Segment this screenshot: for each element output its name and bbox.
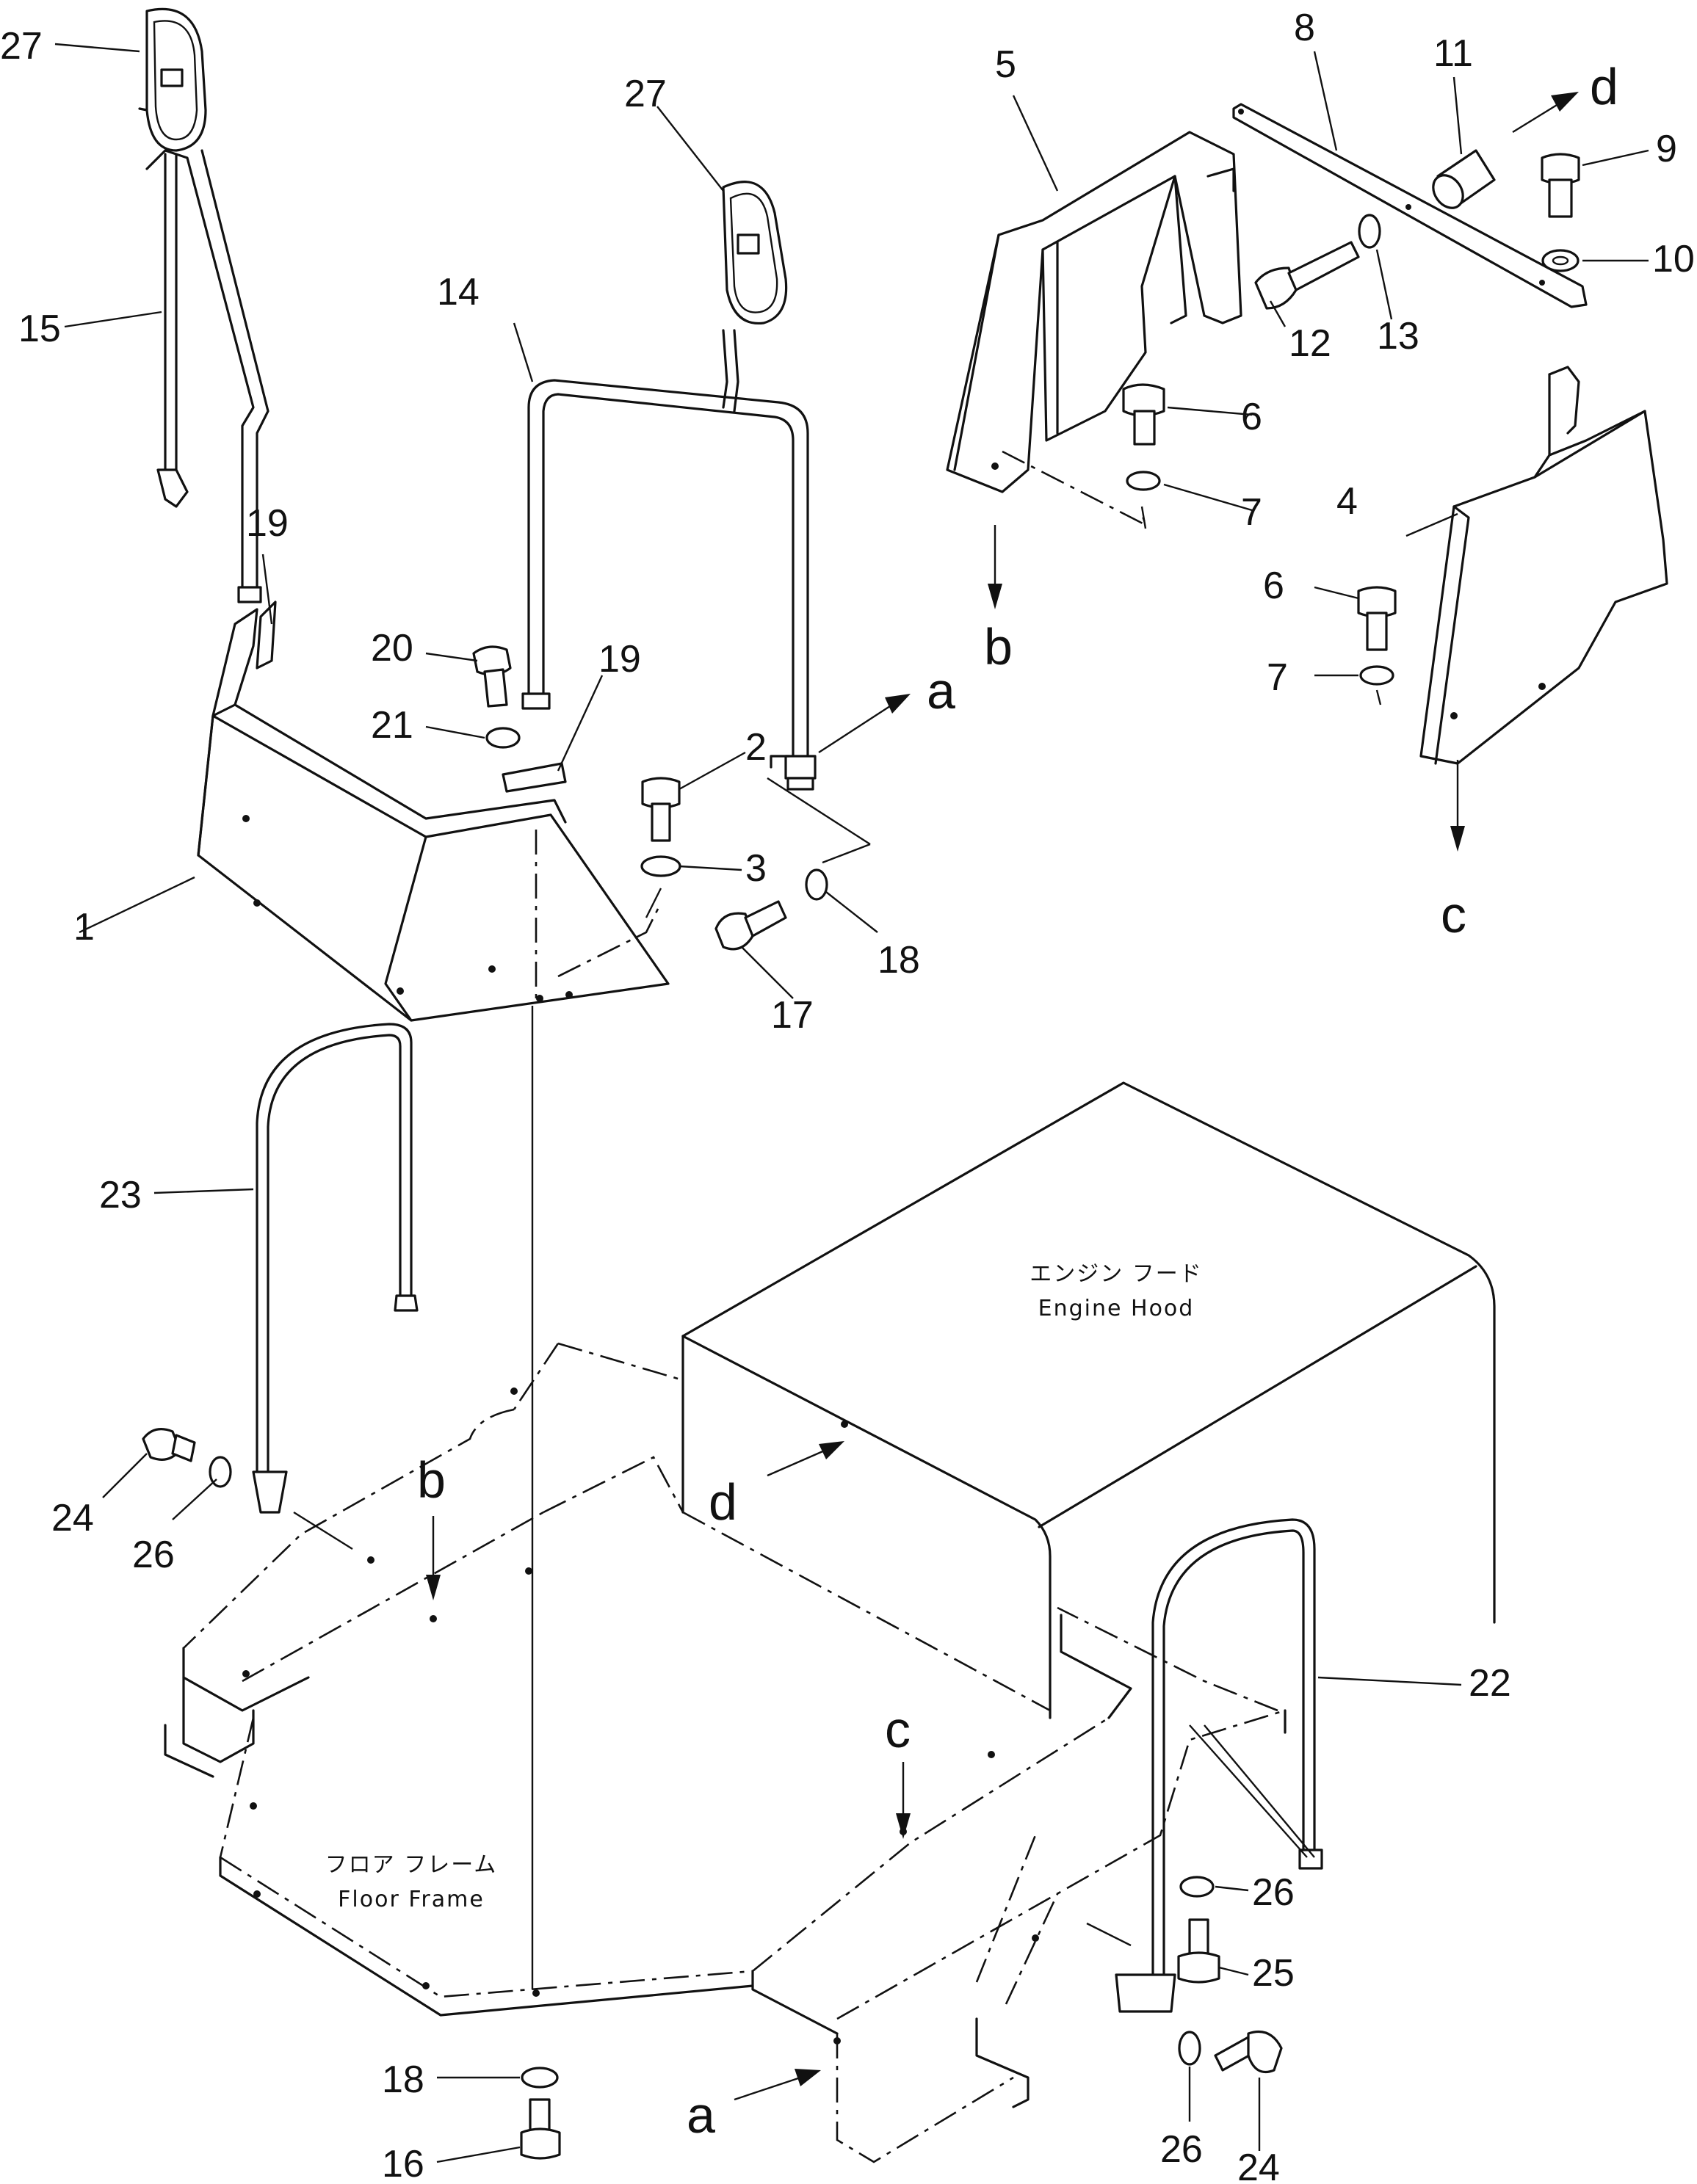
- ref-letter-b-lower: b: [417, 1451, 446, 1509]
- callout-10: 10: [1652, 238, 1695, 280]
- callout-27-right: 27: [624, 73, 667, 115]
- callout-13: 13: [1377, 315, 1419, 358]
- callout-11: 11: [1433, 32, 1473, 75]
- bolt-part-24-right: [1214, 2030, 1283, 2074]
- floor-frame: フロア フレーム Floor Frame: [164, 1342, 1287, 2163]
- front-cover-part-1: [197, 608, 670, 1022]
- callout-21: 21: [371, 704, 413, 747]
- callout-26-right: 26: [1252, 1871, 1295, 1914]
- callout-numbers: 27 27 15 14 5 8 11 9 10 12 13 6 7 4 6 7 …: [0, 7, 1695, 2184]
- bolt-part-6-upper: [1122, 383, 1165, 446]
- floor-frame-label-jp: フロア フレーム: [325, 1852, 498, 1878]
- engine-hood: エンジン フード Engine Hood: [681, 1081, 1496, 1719]
- callout-18-upper: 18: [878, 939, 920, 982]
- washer-part-3: [640, 855, 681, 877]
- callout-9: 9: [1656, 128, 1677, 170]
- callout-12: 12: [1289, 322, 1331, 365]
- washer-part-26-right: [1179, 1876, 1215, 1898]
- bolt-part-9: [1541, 153, 1580, 218]
- mirror-stay-part-15: [145, 149, 269, 603]
- callout-6-lower: 6: [1263, 565, 1284, 607]
- floor-frame-label-en: Floor Frame: [338, 1887, 485, 1912]
- callout-6-upper: 6: [1241, 396, 1262, 438]
- callout-20: 20: [371, 627, 413, 670]
- grab-rail-part-22: [1115, 1518, 1323, 2013]
- bolt-part-17: [714, 900, 787, 951]
- mirror-part-27-left: [138, 7, 207, 152]
- callout-17: 17: [771, 994, 814, 1037]
- callout-8: 8: [1294, 7, 1315, 49]
- bolt-part-25: [1177, 1918, 1220, 1984]
- collar-part-11: [1432, 149, 1496, 209]
- ref-letter-c-lower: c: [885, 1701, 911, 1758]
- callout-3: 3: [745, 847, 767, 890]
- callout-27-left: 27: [0, 25, 43, 68]
- side-cover-part-5: [946, 131, 1242, 527]
- washer-part-26-left: [209, 1456, 232, 1488]
- strap-part-8: [1232, 103, 1588, 308]
- callout-19-left: 19: [246, 502, 289, 545]
- ref-letter-c-upper: c: [1441, 886, 1466, 943]
- mirror-stay-part-14: [521, 379, 817, 791]
- bolt-part-12: [1254, 241, 1360, 310]
- washer-part-18-upper: [805, 868, 828, 901]
- callout-26-lower: 26: [1160, 2128, 1203, 2171]
- ref-letter-a-lower: a: [687, 2086, 715, 2144]
- ref-letter-b-upper: b: [984, 618, 1013, 675]
- washer-part-7-lower: [1359, 665, 1394, 686]
- callout-18-lower: 18: [382, 2058, 424, 2101]
- ref-letter-d-upper: d: [1590, 58, 1618, 115]
- callout-22: 22: [1469, 1662, 1511, 1705]
- mirror-part-27-right: [722, 181, 788, 413]
- leader-lines: [54, 43, 1649, 2163]
- callout-7-upper: 7: [1241, 491, 1262, 534]
- ref-letter-d-lower: d: [709, 1473, 737, 1531]
- callout-24-left: 24: [51, 1497, 94, 1539]
- bolt-part-6-lower: [1357, 586, 1397, 651]
- bolt-part-16: [520, 2098, 561, 2160]
- callout-7-lower: 7: [1267, 656, 1288, 699]
- callout-19-right: 19: [598, 638, 641, 681]
- washer-part-26-lower: [1178, 2031, 1201, 2066]
- bolt-part-24-left: [142, 1428, 196, 1462]
- ref-letter-a-upper: a: [927, 662, 955, 719]
- callout-2: 2: [745, 726, 767, 769]
- washer-part-21: [485, 727, 521, 749]
- callout-1: 1: [73, 906, 95, 948]
- engine-hood-label-en: Engine Hood: [1038, 1296, 1195, 1321]
- washer-part-10: [1541, 249, 1580, 272]
- engine-hood-label-jp: エンジン フード: [1030, 1261, 1203, 1287]
- washer-part-7-upper: [1126, 471, 1161, 491]
- callout-25: 25: [1252, 1952, 1295, 1995]
- washer-part-13: [1358, 214, 1381, 249]
- callout-16: 16: [382, 2143, 424, 2184]
- callout-5: 5: [995, 43, 1016, 86]
- bolt-part-2: [641, 777, 681, 842]
- callout-4: 4: [1336, 480, 1358, 523]
- callout-24-right: 24: [1237, 2147, 1280, 2184]
- side-cover-part-4: [1419, 366, 1668, 765]
- reference-arrows: [426, 92, 1579, 2101]
- callout-14: 14: [437, 271, 480, 313]
- callout-26-left: 26: [132, 1534, 175, 1576]
- washer-part-18-lower: [521, 2067, 559, 2089]
- grab-rail-part-23: [252, 1023, 419, 1514]
- bolt-part-20: [472, 645, 512, 708]
- callout-15: 15: [18, 308, 61, 350]
- callout-23: 23: [99, 1174, 142, 1216]
